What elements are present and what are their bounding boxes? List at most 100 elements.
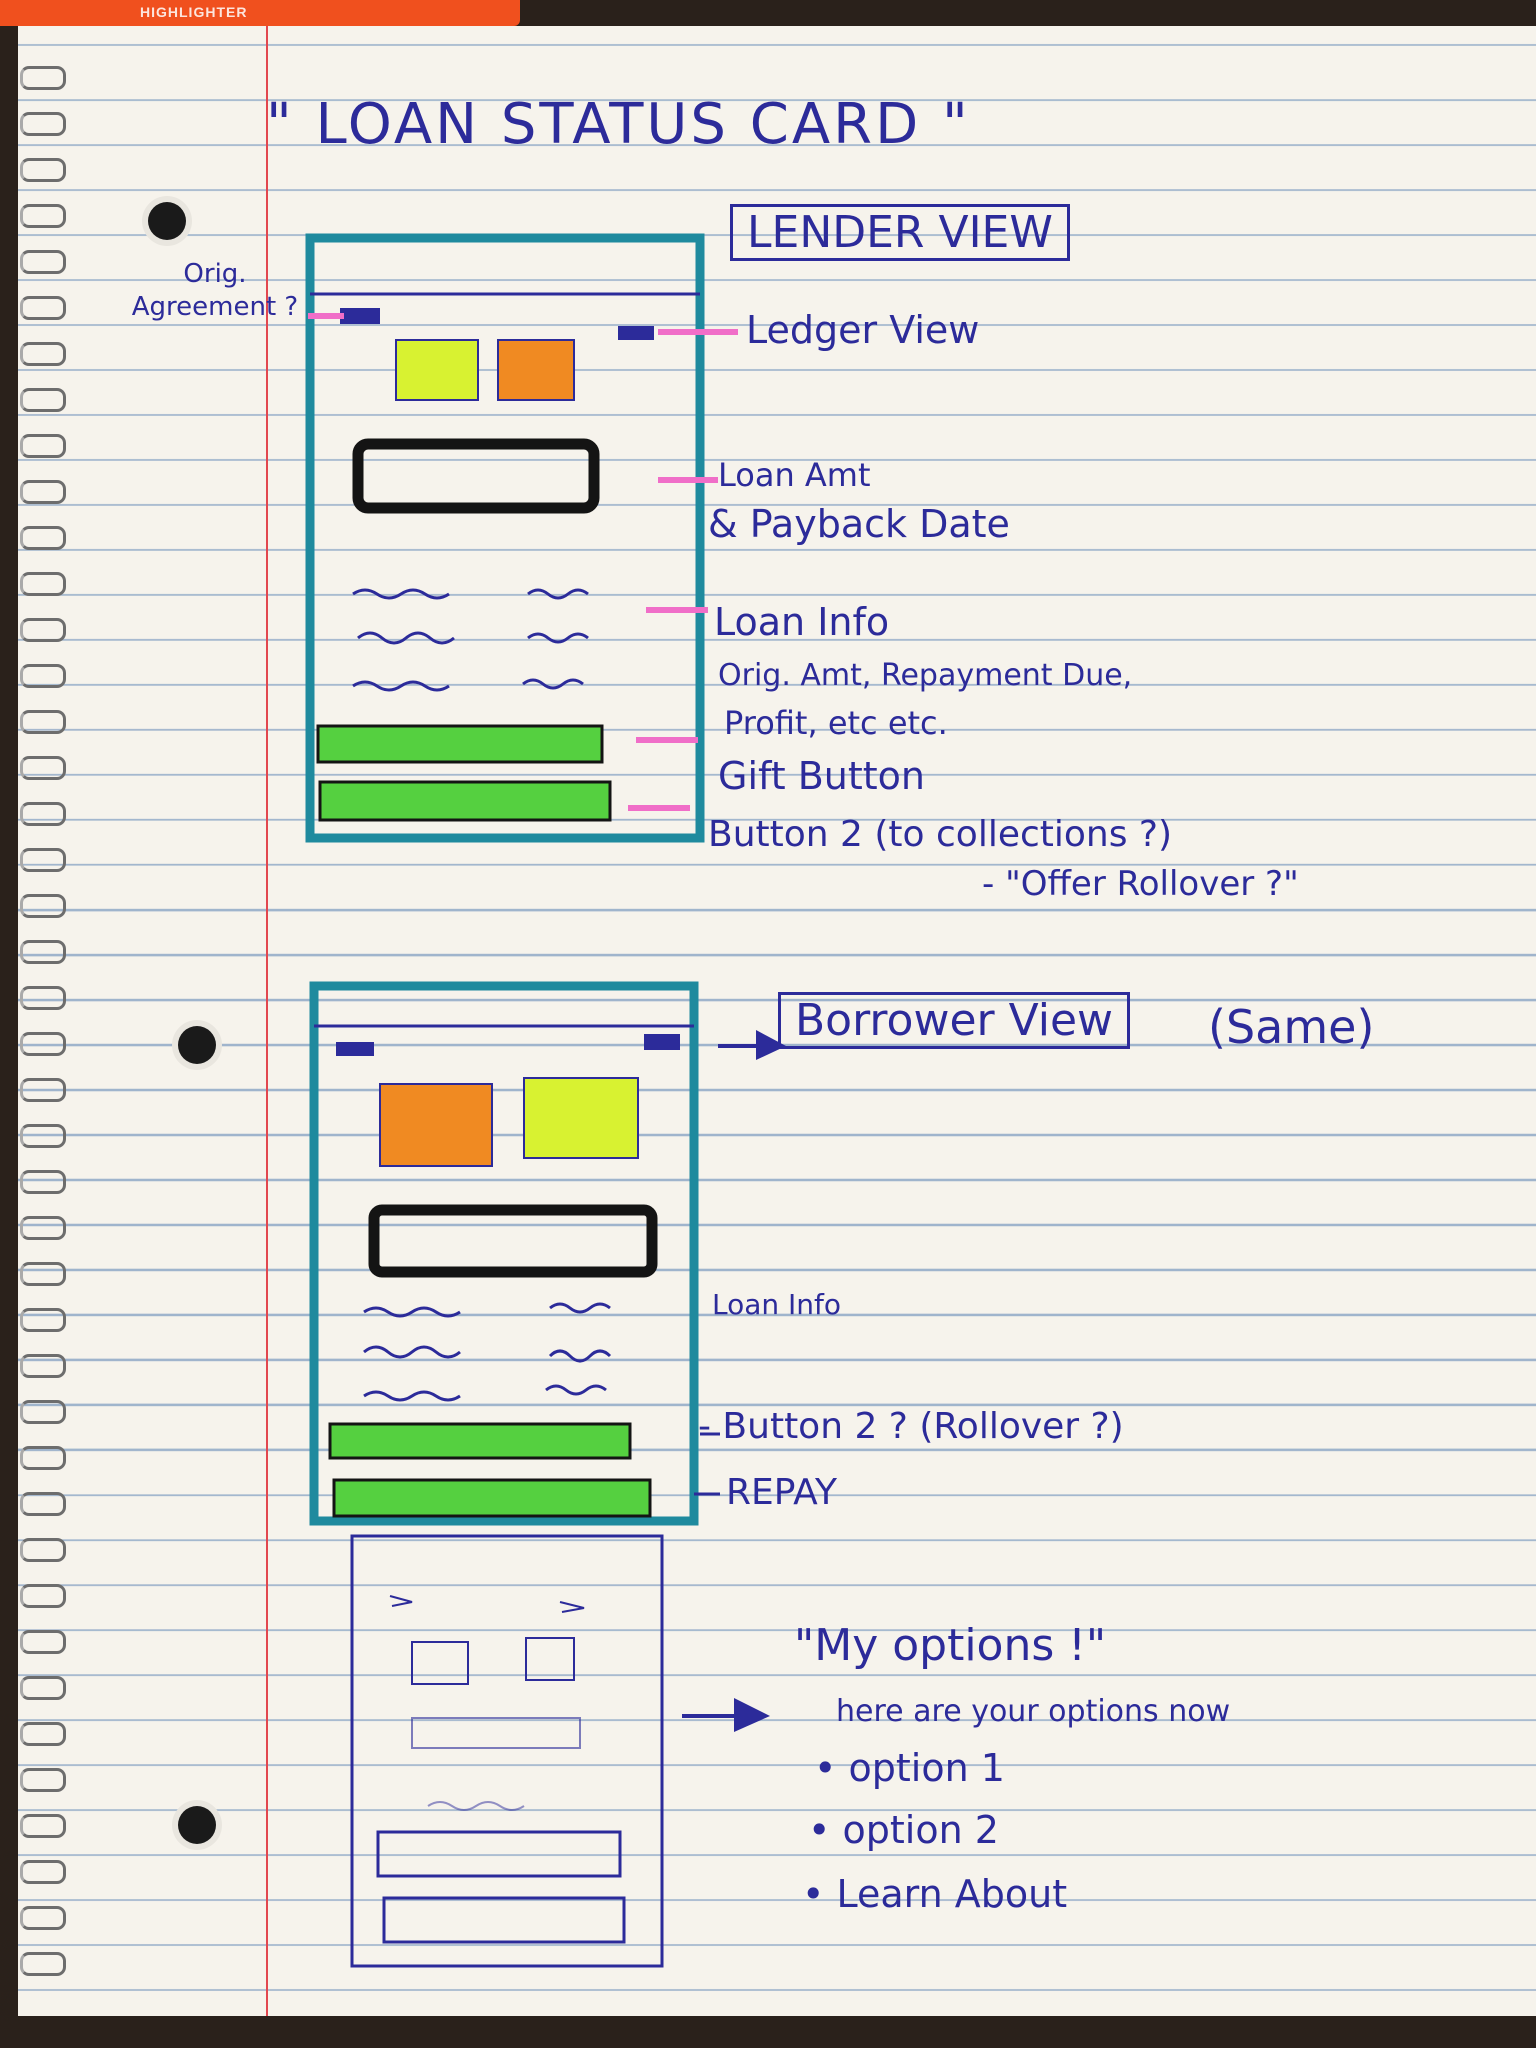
margin-line	[266, 26, 268, 2016]
spiral-ring	[20, 848, 66, 872]
options-subtitle: here are your options now	[836, 1694, 1231, 1729]
spiral-ring	[20, 1216, 66, 1240]
borrower-repay-sketch	[332, 1478, 652, 1518]
options-left-chevron	[389, 1595, 413, 1607]
spiral-ring	[20, 894, 66, 918]
borrower-squiggle-6	[545, 1384, 607, 1396]
punch-hole-bottom	[178, 1806, 216, 1844]
spiral-ring	[20, 1170, 66, 1194]
borrower-orange-tile	[379, 1083, 493, 1167]
lender-squiggle-1	[352, 588, 450, 600]
spiral-ring	[20, 1032, 66, 1056]
button2-label: Button 2 (to collections ?)	[708, 814, 1173, 855]
spiral-ring	[20, 1584, 66, 1608]
orig-agreement-label: Orig. Agreement ?	[131, 259, 299, 322]
loan-info-detail-2: Profit, etc etc.	[724, 704, 948, 742]
spiral-ring	[20, 710, 66, 734]
spiral-ring	[20, 664, 66, 688]
spiral-ring	[20, 1078, 66, 1102]
loan-info-label: Loan Info	[714, 600, 890, 644]
highlighter-label: HIGHLIGHTER	[140, 4, 248, 20]
spiral-ring	[20, 1400, 66, 1424]
lender-menu-icon	[340, 308, 380, 324]
loan-amt-label: Loan Amt	[718, 456, 871, 494]
borrower-lime-tile	[523, 1077, 639, 1159]
spiral-ring	[20, 526, 66, 550]
options-wireframe	[350, 1534, 770, 1968]
borrower-squiggle-4	[548, 1349, 612, 1363]
punch-hole-middle	[178, 1026, 216, 1064]
borrower-card-wireframe	[309, 981, 786, 1526]
repay-label: REPAY	[726, 1472, 837, 1513]
offer-rollover-label: - "Offer Rollover ?"	[982, 864, 1299, 904]
lender-squiggle-6	[522, 678, 584, 690]
spiral-ring	[20, 1722, 66, 1746]
gift-button-label: Gift Button	[718, 754, 925, 798]
borrower-squiggle-2	[549, 1302, 611, 1314]
spiral-ring	[20, 1814, 66, 1838]
spiral-ring	[20, 1308, 66, 1332]
ledger-view-label: Ledger View	[746, 308, 980, 352]
spiral-ring	[20, 618, 66, 642]
options-right-chevron	[559, 1601, 585, 1613]
spiral-ring	[20, 572, 66, 596]
lender-card-frame	[305, 233, 705, 843]
spiral-ring	[20, 986, 66, 1010]
options-button-1	[376, 1830, 622, 1878]
lender-ledger-icon	[618, 326, 654, 340]
spiral-ring	[20, 1860, 66, 1884]
borrower-same-label: (Same)	[1208, 1000, 1375, 1054]
options-tile-1	[411, 1641, 469, 1685]
borrower-ledger-icon	[644, 1034, 680, 1050]
borrower-squiggle-5	[363, 1390, 461, 1402]
option-2-label: • option 2	[808, 1808, 999, 1852]
my-options-title: "My options !"	[794, 1620, 1107, 1671]
borrower-squiggle-1	[363, 1306, 461, 1318]
lender-amount-box	[352, 438, 600, 514]
spiral-ring	[20, 296, 66, 320]
borrower-arrow-head	[756, 1030, 786, 1060]
lender-lime-tile	[395, 339, 479, 401]
spiral-ring	[20, 1446, 66, 1470]
lender-squiggle-2	[527, 588, 589, 600]
lender-squiggle-3	[357, 631, 455, 645]
lender-button2-sketch	[318, 780, 612, 822]
spiral-ring	[20, 1124, 66, 1148]
notebook-page: " LOAN STATUS CARD " LENDER VIEW Orig. A…	[18, 26, 1536, 2016]
spiral-ring	[20, 756, 66, 780]
borrower-button2-sketch	[328, 1422, 632, 1460]
spiral-ring	[20, 112, 66, 136]
borrower-view-header: Borrower View	[778, 992, 1131, 1049]
sketch-drawing	[305, 233, 786, 1968]
spiral-ring	[20, 158, 66, 182]
spiral-ring	[20, 940, 66, 964]
spiral-ring	[20, 480, 66, 504]
options-amount-box	[411, 1717, 581, 1749]
borrower-menu-icon	[336, 1042, 374, 1056]
spiral-ring	[20, 1676, 66, 1700]
learn-about-label: • Learn About	[802, 1872, 1068, 1916]
spiral-ring	[20, 1262, 66, 1286]
option-1-label: • option 1	[814, 1746, 1005, 1790]
borrower-loan-info-label: Loan Info	[712, 1288, 842, 1321]
page-title: " LOAN STATUS CARD "	[266, 92, 971, 157]
loan-info-detail-1: Orig. Amt, Repayment Due,	[718, 658, 1133, 693]
lender-card-wireframe	[305, 233, 738, 843]
spiral-ring	[20, 434, 66, 458]
spiral-ring	[20, 1492, 66, 1516]
spiral-ring	[20, 1354, 66, 1378]
spiral-ring	[20, 1538, 66, 1562]
options-button-2	[382, 1896, 626, 1944]
borrower-card-frame	[309, 981, 699, 1526]
spiral-ring	[20, 342, 66, 366]
punch-hole-top	[148, 202, 186, 240]
options-card-frame	[350, 1534, 664, 1968]
spiral-ring	[20, 1906, 66, 1930]
spiral-binding	[18, 66, 66, 2006]
lender-view-header: LENDER VIEW	[730, 204, 1070, 261]
payback-date-label: & Payback Date	[708, 502, 1010, 546]
spiral-ring	[20, 1630, 66, 1654]
spiral-ring	[20, 1952, 66, 1976]
borrower-amount-box	[368, 1204, 658, 1278]
borrower-button2-label: - Button 2 ? (Rollover ?)	[698, 1406, 1124, 1447]
